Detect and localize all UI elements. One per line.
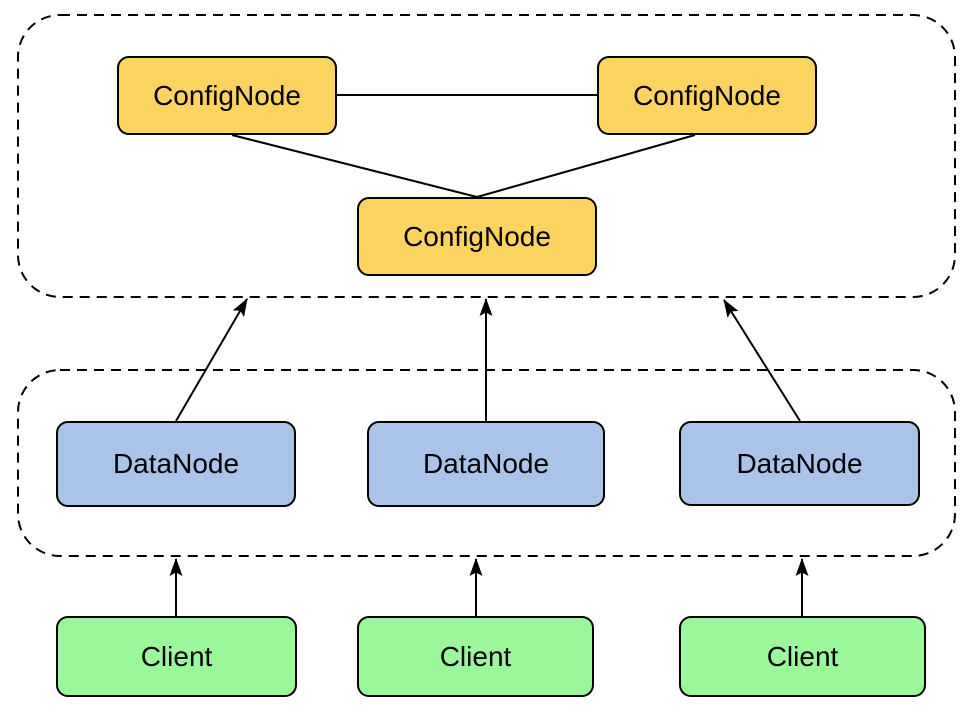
data-node-1: DataNode — [56, 421, 296, 507]
data-node-3: DataNode — [679, 421, 920, 506]
config-node-1: ConfigNode — [117, 56, 337, 135]
client-node-3: Client — [679, 616, 926, 697]
client-node-1: Client — [56, 616, 297, 697]
config-node-3: ConfigNode — [357, 197, 597, 276]
client-node-2: Client — [357, 616, 594, 697]
arrow-datanode1-to-config-cluster — [175, 298, 248, 422]
edge-confignode2-confignode3 — [476, 134, 696, 198]
data-node-2: DataNode — [367, 421, 605, 507]
edge-confignode1-confignode3 — [231, 134, 478, 198]
arrow-datanode3-to-config-cluster — [723, 299, 801, 422]
config-node-2: ConfigNode — [597, 56, 817, 135]
config-cluster-boundary — [17, 14, 956, 298]
